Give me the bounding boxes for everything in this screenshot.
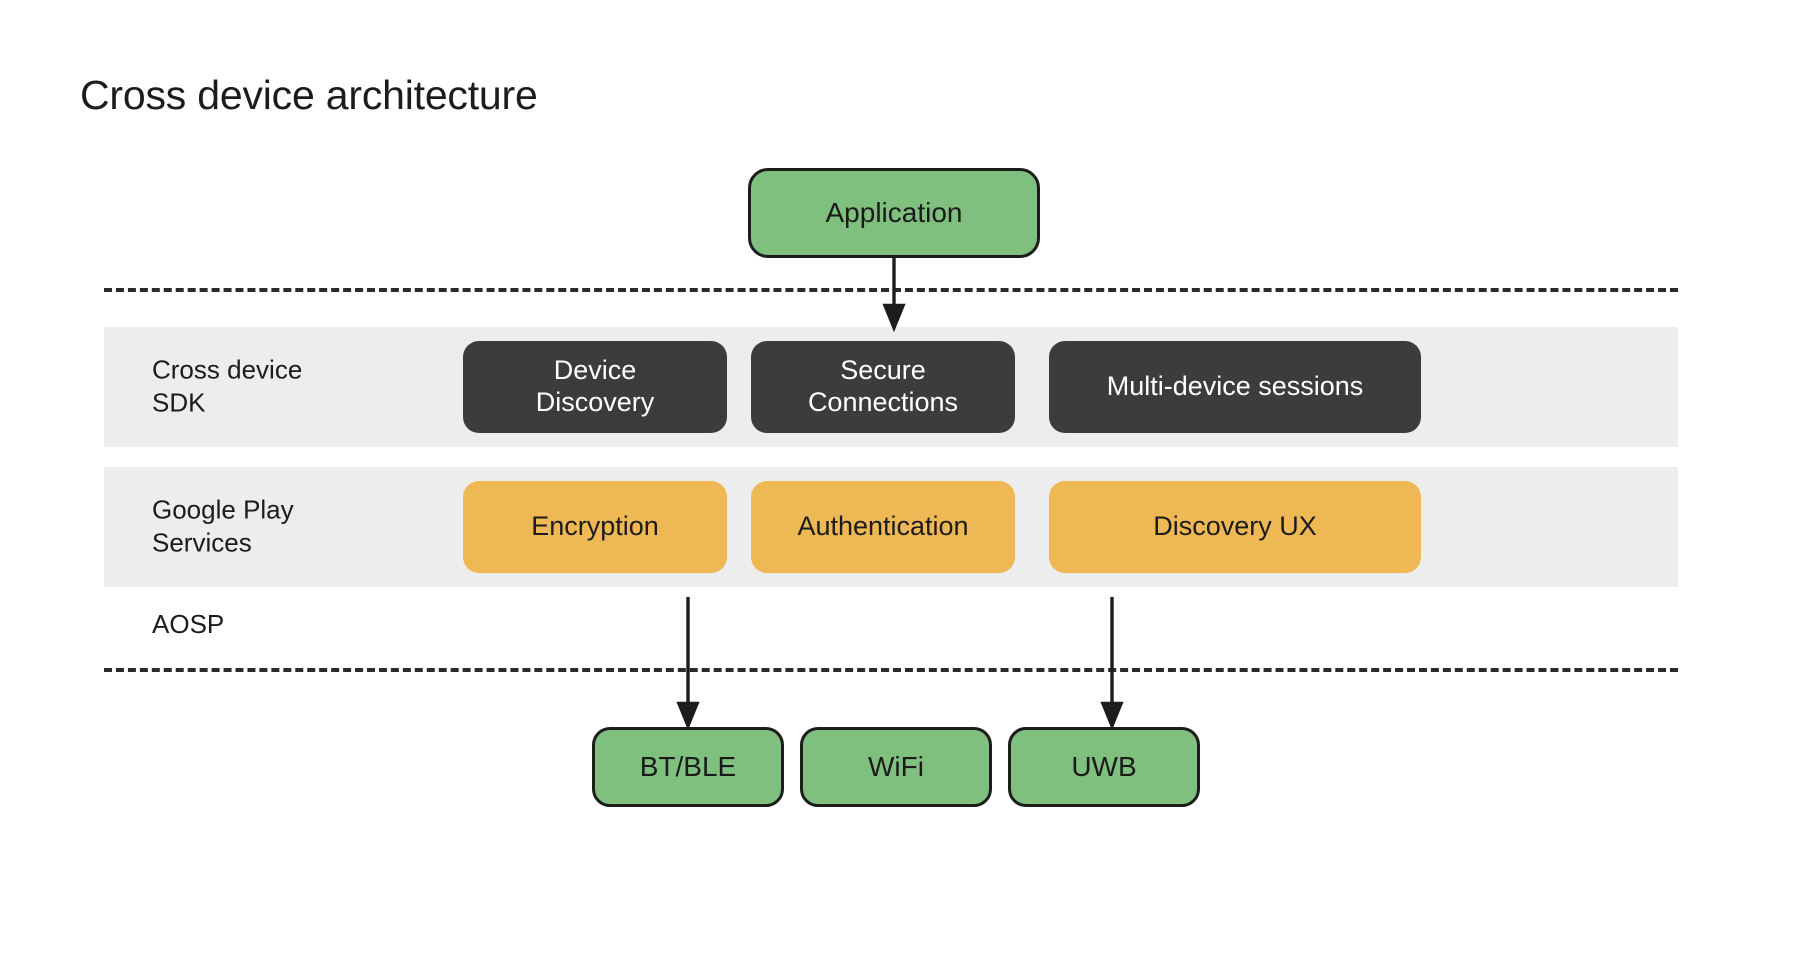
node-bt-ble[interactable]: BT/BLE (592, 727, 784, 807)
node-multi-device-sessions[interactable]: Multi-device sessions (1049, 341, 1421, 433)
node-discovery-ux[interactable]: Discovery UX (1049, 481, 1421, 573)
node-secure-connections[interactable]: Secure Connections (751, 341, 1015, 433)
dashed-divider-top (104, 288, 1678, 292)
node-encryption[interactable]: Encryption (463, 481, 727, 573)
node-authentication[interactable]: Authentication (751, 481, 1015, 573)
page-title: Cross device architecture (80, 72, 538, 118)
node-wifi[interactable]: WiFi (800, 727, 992, 807)
node-device-discovery[interactable]: Device Discovery (463, 341, 727, 433)
layer-label-google-play-services: Google Play Services (152, 494, 294, 558)
layer-label-cross-device-sdk: Cross device SDK (152, 354, 303, 418)
node-application[interactable]: Application (748, 168, 1040, 258)
dashed-divider-bottom (104, 668, 1678, 672)
node-uwb[interactable]: UWB (1008, 727, 1200, 807)
layer-label-aosp: AOSP (152, 609, 225, 639)
